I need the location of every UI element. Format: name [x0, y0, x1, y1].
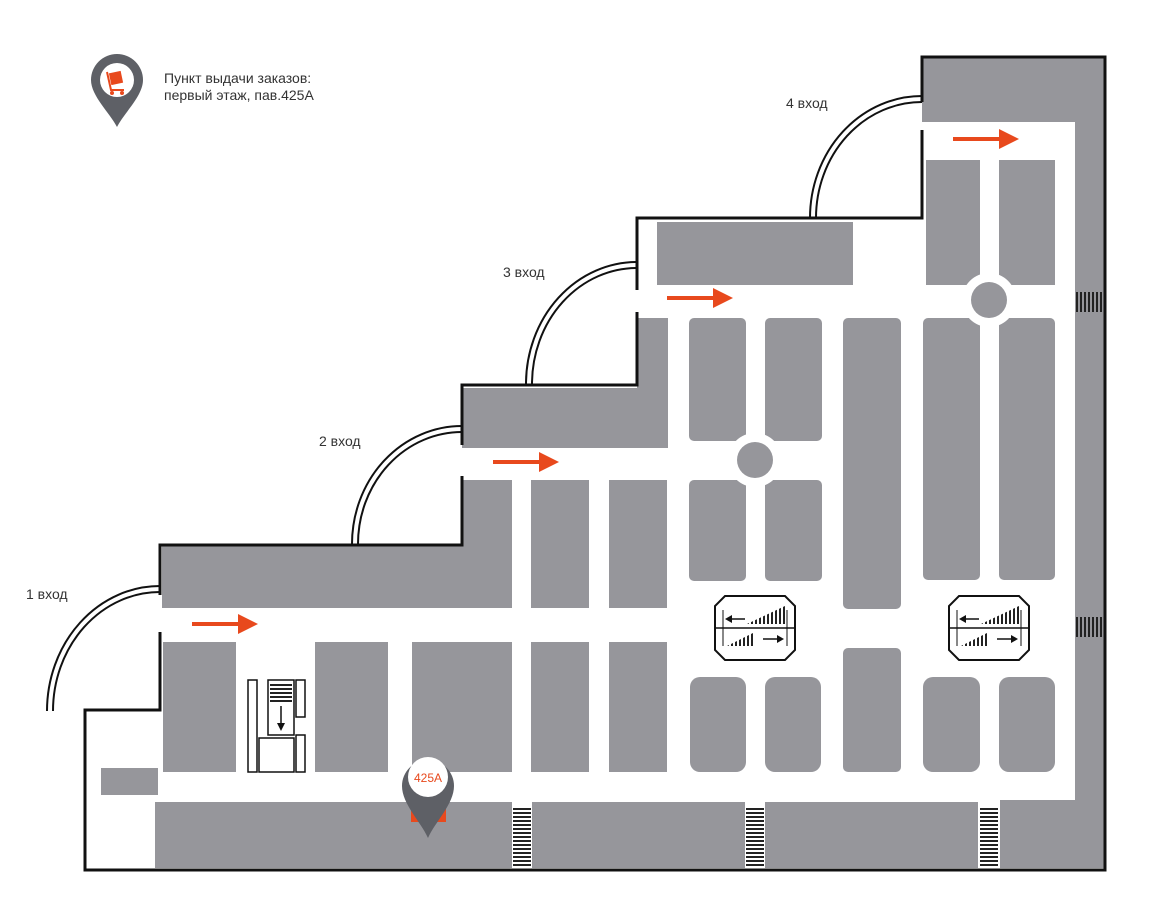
shop-block [162, 545, 512, 608]
entrance-door-4 [809, 95, 923, 219]
shop-block [1000, 800, 1104, 868]
shop-block [657, 222, 853, 285]
shop-blocks [101, 58, 1104, 868]
entrance-door-2 [351, 425, 463, 545]
entrance-label-4: 4 вход [786, 95, 828, 111]
shop-block [690, 677, 746, 772]
escalator-icon [948, 595, 1030, 661]
shop-block [609, 480, 667, 608]
stairs-icon [980, 806, 998, 868]
legend-line-2: первый этаж, пав.425A [164, 87, 314, 103]
shop-block [999, 160, 1055, 285]
escalator-icon [714, 595, 796, 661]
stairs-icons [513, 292, 1102, 868]
shop-block [843, 648, 901, 772]
shop-block [765, 677, 821, 772]
fountain-plazas [728, 273, 1016, 487]
arrow-right-icon [493, 452, 559, 472]
legend-line-1: Пункт выдачи заказов: [164, 70, 312, 86]
direction-arrows [192, 129, 1019, 634]
shop-block [923, 318, 980, 580]
pickup-cart-pin-icon [91, 53, 143, 127]
shop-block [922, 58, 1104, 122]
shop-block [689, 480, 746, 581]
stairs-icon [746, 806, 764, 868]
arrow-right-icon [192, 614, 258, 634]
shop-block [531, 642, 589, 772]
shop-block [999, 318, 1055, 580]
arrow-right-icon [667, 288, 733, 308]
shop-block [531, 480, 589, 608]
shop-block [923, 677, 980, 772]
shop-block [532, 802, 745, 868]
shop-block [689, 318, 746, 441]
shop-block [637, 318, 668, 448]
shop-block [315, 642, 388, 772]
shop-block [926, 160, 980, 285]
shop-block [999, 677, 1055, 772]
shop-block [163, 642, 236, 772]
entrance-label-2: 2 вход [319, 433, 361, 449]
shop-block [101, 768, 158, 795]
pickup-pin-label: 425A [414, 771, 442, 785]
entrance-label-1: 1 вход [26, 586, 68, 602]
stairs-icon [1074, 617, 1102, 637]
entrance-door-1 [46, 585, 161, 712]
entrance-door-3 [525, 261, 638, 385]
shop-block [155, 802, 512, 868]
stairs-icon [1074, 292, 1102, 312]
shop-block [765, 480, 822, 581]
stairs-icon [513, 806, 531, 868]
pickup-point-marker[interactable]: 425A [401, 757, 454, 838]
shop-block [765, 802, 978, 868]
shop-block [843, 318, 901, 609]
shop-block [609, 642, 667, 772]
outer-wall [83, 55, 1107, 872]
shop-block [412, 642, 512, 772]
shop-block [462, 388, 668, 448]
shop-block [1075, 122, 1104, 812]
entrance-label-3: 3 вход [503, 264, 545, 280]
legend-text: Пункт выдачи заказов: первый этаж, пав.4… [164, 70, 314, 104]
shop-block [462, 480, 512, 608]
escalator-vertical-icon [247, 679, 306, 773]
arrow-right-icon [953, 129, 1019, 149]
shop-block [765, 318, 822, 441]
